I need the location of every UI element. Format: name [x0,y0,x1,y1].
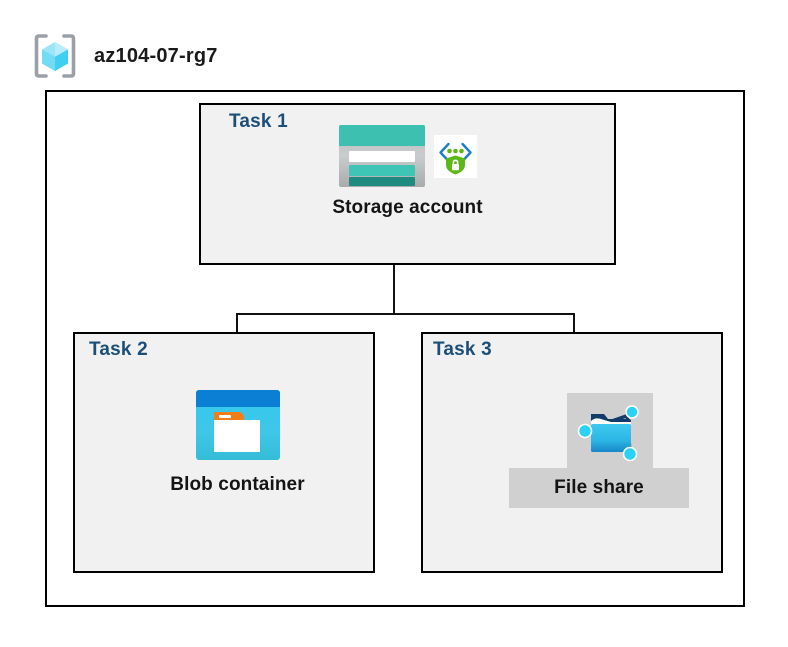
storage-account-icon [338,125,425,187]
connector-horizontal-bus [236,313,575,315]
task-3-box [421,332,723,573]
connector-trunk [393,265,395,314]
blob-container-icon-document [213,420,260,452]
storage-account-icon-bar-3 [348,177,415,186]
blob-container-icon-header [195,390,280,407]
resource-group-icon [30,31,80,81]
resource-group-header: az104-07-rg7 [30,28,330,84]
blob-container-caption: Blob container [170,474,305,495]
storage-account-node[interactable]: Storage account [265,122,550,219]
file-share-caption: File share [554,477,644,498]
blob-container-icon [195,390,280,460]
task-1-label: Task 1 [229,111,288,132]
file-share-icon-highlight [566,393,653,468]
file-share-icon [574,400,646,462]
file-share-node[interactable]: File share [509,393,689,508]
storage-account-icon-header [338,125,425,146]
storage-account-icon-bar-1 [348,151,415,162]
resource-group-name: az104-07-rg7 [94,44,218,67]
secure-endpoint-shield-icon [433,134,477,178]
storage-account-icon-bar-2 [348,165,415,176]
storage-account-caption: Storage account [332,197,483,218]
blob-container-icon-folder-tab [213,412,244,422]
task-3-label: Task 3 [433,339,492,360]
task-2-label: Task 2 [89,339,148,360]
blob-container-node[interactable]: Blob container [140,390,335,496]
file-share-caption-highlight: File share [509,468,689,508]
storage-account-icon-row [338,122,477,190]
